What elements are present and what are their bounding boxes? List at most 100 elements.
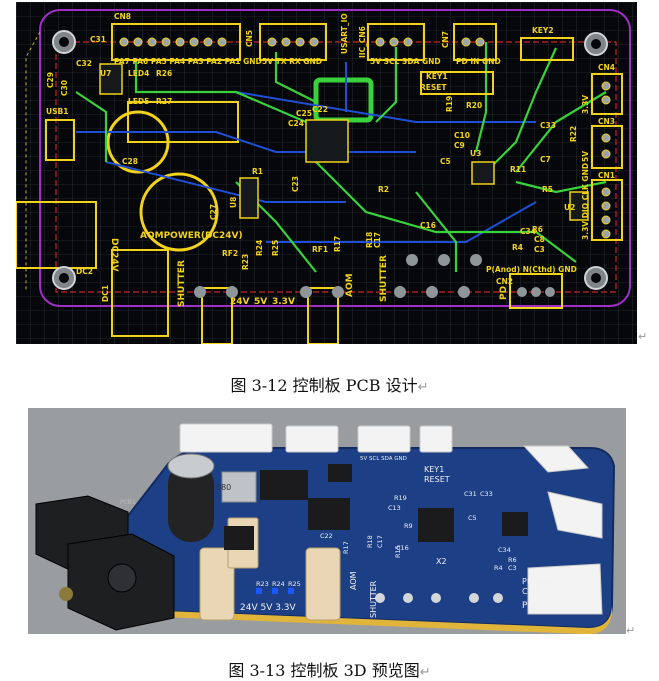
connector-rf1: [307, 287, 339, 344]
header-connectors: [179, 423, 603, 615]
label-5v: 5V: [254, 297, 267, 307]
label-u2: U2: [564, 203, 575, 212]
connector-cn6: [367, 23, 425, 61]
mcu-chip: [305, 119, 349, 163]
label-r19: R19: [394, 494, 407, 502]
label-cap-680: 680: [216, 483, 231, 492]
paragraph-mark: ↵: [417, 380, 429, 395]
label-pd: PD: [499, 286, 509, 300]
label-cn7-pins: PD IN GND: [456, 57, 501, 66]
label-pin-dio: 3.3V DIO CLK GND: [581, 163, 590, 240]
connector-cn2: [509, 273, 563, 309]
pcb-3d-render-figure: KEY1 RESET AOM SHUTTER 24V 5V 3.3V P(Ano…: [28, 408, 626, 634]
connector-cn4: [591, 73, 623, 115]
label-r17: R17: [333, 236, 342, 252]
label-c5: C5: [468, 514, 477, 522]
label-r25: R25: [288, 580, 301, 588]
label-3v3: 3.3V: [272, 297, 295, 307]
label-pin-5v: 5V: [581, 151, 590, 162]
pcb-layout-drawing: PA7 PA6 PA5 PA4 PA3 PA2 PA1 GND CN8 CN5 …: [16, 2, 637, 344]
top-layer-traces: [75, 42, 607, 273]
label-c17: C17: [376, 535, 384, 548]
label-cn8: CN8: [114, 12, 131, 21]
label-cn2: CN2: [496, 277, 513, 286]
paragraph-mark: ↵: [626, 624, 636, 637]
label-dc2: DC2: [76, 267, 93, 276]
label-c29: C29: [46, 72, 55, 88]
label-r4: R4: [494, 564, 503, 572]
label-c9: C9: [454, 141, 465, 150]
connector-usb1: [45, 119, 75, 161]
label-c31: C31: [90, 35, 106, 44]
label-c24: C24: [288, 119, 304, 128]
label-r5: R5: [542, 185, 553, 194]
label-u7: U7: [100, 69, 111, 78]
label-r24: R24: [255, 240, 264, 256]
connector-cn1: [591, 179, 623, 241]
label-pd-pins: P(Anod) N(Cthd) GND: [486, 265, 577, 274]
label-24v: 24V: [230, 297, 250, 307]
label-c34: C34: [498, 546, 511, 554]
connector-outlines: [16, 23, 623, 344]
label-r17: R17: [342, 541, 350, 554]
label-usb1: USB1: [46, 107, 68, 116]
label-rf1: RF1: [312, 245, 328, 254]
label-c27: C27: [209, 204, 218, 220]
label-aom: AOM: [349, 571, 358, 590]
label-c10: C10: [454, 131, 470, 140]
dc-power-jacks: [35, 495, 175, 631]
figure-caption-3-12: 图 3-12 控制板 PCB 设计↵: [0, 372, 659, 396]
label-key1: KEY1: [426, 72, 448, 81]
label-r26: R26: [156, 69, 172, 78]
board-outline: [39, 9, 631, 307]
label-c28: C28: [122, 157, 138, 166]
label-cn2: CN2: [522, 587, 539, 596]
label-r15: R15: [394, 545, 402, 558]
ic-u3: [471, 161, 495, 185]
figure-caption-3-13: 图 3-13 控制板 3D 预览图↵: [0, 657, 659, 681]
label-c25: C25: [296, 109, 312, 118]
connector-dc1: [111, 249, 169, 337]
label-c3: C3: [508, 564, 517, 572]
label-r18: R18: [366, 535, 374, 548]
label-c30: C30: [60, 80, 69, 96]
label-c5: C5: [440, 157, 451, 166]
ic-u2: [569, 191, 589, 221]
label-x2: X2: [436, 557, 447, 566]
label-r11: R11: [510, 165, 526, 174]
label-c22: C22: [312, 105, 328, 114]
label-key2: KEY2: [532, 26, 554, 35]
label-cn3: CN3: [598, 117, 615, 126]
paragraph-mark: ↵: [638, 330, 648, 343]
label-c8: C8: [534, 235, 545, 244]
connector-rf2: [201, 287, 233, 344]
ic-u7: [99, 63, 123, 95]
label-c34: C34: [520, 227, 536, 236]
label-r4: R4: [512, 243, 523, 252]
label-c33: C33: [480, 490, 493, 498]
pcb-3d-render-drawing: KEY1 RESET AOM SHUTTER 24V 5V 3.3V P(Ano…: [28, 408, 626, 634]
label-c31: C31: [464, 490, 477, 498]
label-u8: U8: [229, 197, 238, 208]
label-cn8-pins: PA7 PA6 PA5 PA4 PA3 PA2 PA1 GND: [114, 57, 262, 66]
label-c32: C32: [76, 59, 92, 68]
label-r25: R25: [271, 240, 280, 256]
label-r9: R9: [404, 522, 413, 530]
label-c33: C33: [540, 121, 556, 130]
caption-number: 图 3-12: [230, 376, 288, 395]
caption-number: 图 3-13: [228, 661, 286, 680]
label-r1: R1: [252, 167, 263, 176]
label-c17: C17: [373, 232, 382, 248]
connector-cn3: [591, 125, 623, 169]
label-cn6-pins: 5V SCL SDA GND: [370, 57, 441, 66]
connector-cn7: [453, 23, 497, 61]
silkscreen-labels: PA7 PA6 PA5 PA4 PA3 PA2 PA1 GND CN8 CN5 …: [46, 12, 615, 307]
label-reset: RESET: [424, 475, 450, 484]
label-c3: C3: [534, 245, 545, 254]
label-r19: R19: [445, 96, 454, 112]
switch-key1: [420, 71, 494, 95]
label-led5: LED5: [128, 97, 149, 106]
label-cn4: CN4: [598, 63, 615, 72]
label-rf2: RF2: [222, 249, 238, 258]
sma-connectors: [199, 517, 341, 621]
